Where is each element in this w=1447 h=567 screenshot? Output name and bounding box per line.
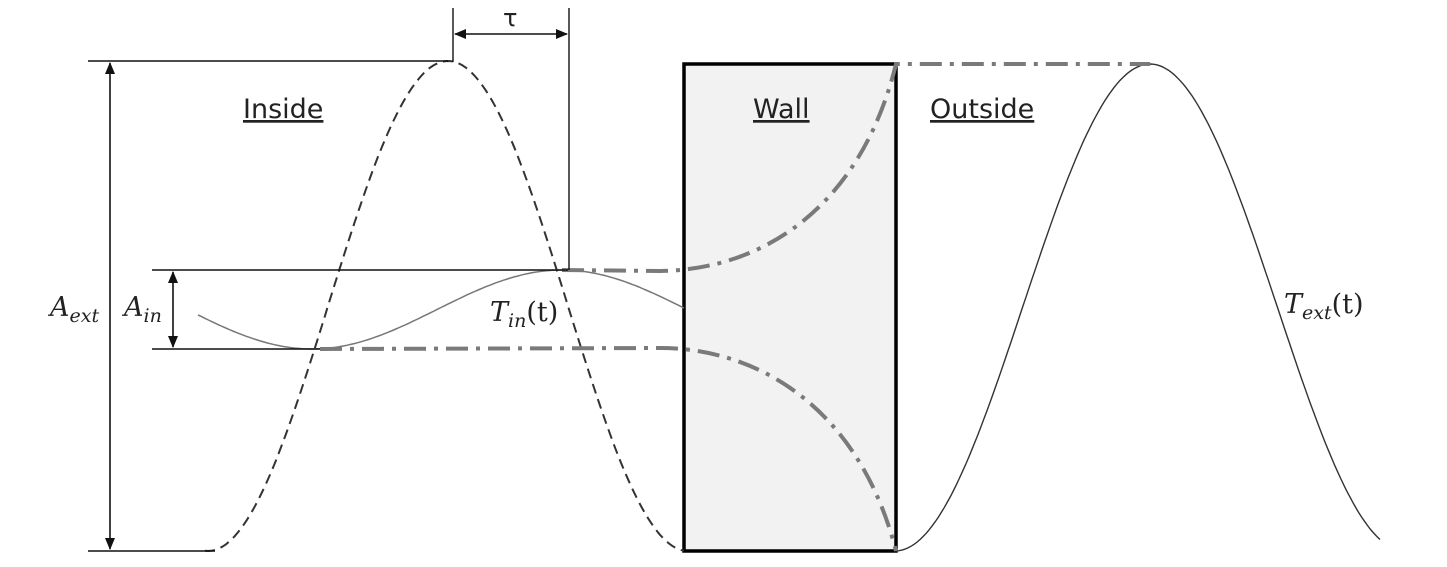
lower-envelope-curve — [319, 345, 898, 552]
outside-label: Outside — [930, 94, 1034, 125]
wall-rect — [682, 62, 898, 553]
tau-label: τ — [503, 4, 517, 32]
t-ext-label: Text(t) — [1284, 289, 1364, 324]
a-ext-label: Aext — [47, 292, 99, 327]
t-in-label: Tin(t) — [490, 297, 558, 332]
inside-label: Inside — [243, 94, 323, 125]
internal-temperature-wave — [197, 269, 685, 350]
external-temperature-wave-outside — [895, 63, 1381, 552]
wall-label: Wall — [753, 94, 810, 125]
a-in-label: Ain — [121, 292, 162, 327]
upper-envelope-curve — [561, 62, 1150, 274]
